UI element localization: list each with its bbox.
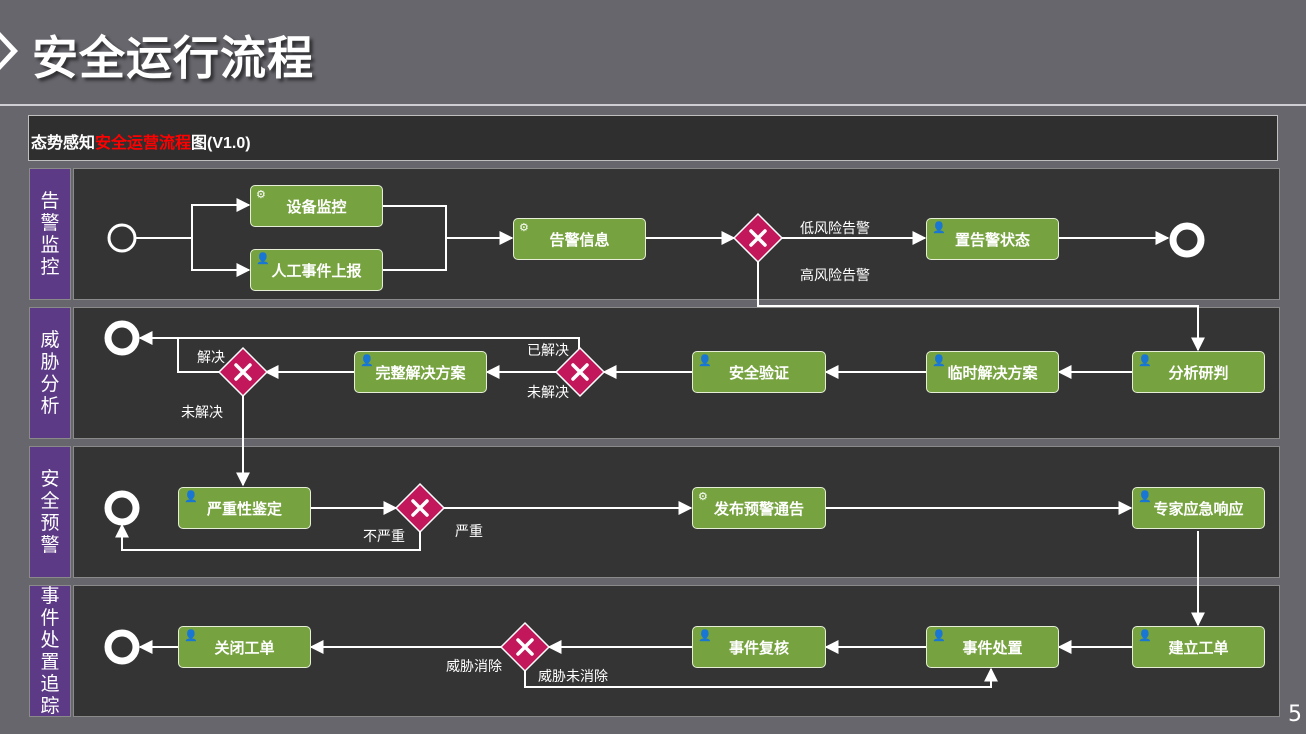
- user-icon: 👤: [184, 490, 198, 503]
- diagram-title: 态势感知安全运营流程图(V1.0): [31, 129, 251, 153]
- task-publish-warning[interactable]: ⚙发布预警通告: [692, 487, 826, 529]
- end-event: [104, 629, 140, 665]
- page-title: 安全运行流程: [32, 31, 314, 85]
- edge-label-threat-cleared: 威胁消除: [446, 659, 502, 675]
- user-icon: 👤: [256, 252, 270, 265]
- connector: [136, 198, 251, 239]
- diagram-title-suffix: 图(V1.0): [191, 135, 251, 152]
- user-icon: 👤: [932, 354, 946, 367]
- lane-label-incident-tracking: 事件处置追踪: [29, 585, 71, 717]
- task-alert-info[interactable]: ⚙告警信息: [513, 218, 646, 260]
- user-icon: 👤: [698, 629, 712, 642]
- task-close-ticket[interactable]: 👤关闭工单: [178, 626, 311, 668]
- task-severity-assess[interactable]: 👤严重性鉴定: [178, 487, 311, 529]
- task-event-review[interactable]: 👤事件复核: [692, 626, 826, 668]
- edge-label-low-risk: 低风险告警: [800, 221, 870, 237]
- gear-icon: ⚙: [256, 188, 266, 201]
- edge-label-not-severe: 不严重: [363, 529, 405, 545]
- user-icon: 👤: [1138, 354, 1152, 367]
- end-event: [104, 490, 140, 526]
- task-event-handling[interactable]: 👤事件处置: [926, 626, 1059, 668]
- diagram-title-bar: 态势感知安全运营流程图(V1.0): [28, 115, 1278, 161]
- page-number: 5: [1288, 702, 1302, 727]
- connector: [524, 667, 998, 688]
- edge-label-threat-not-cleared: 威胁未消除: [538, 669, 608, 685]
- connector: [138, 331, 580, 349]
- edge-label-solved: 已解决: [527, 343, 569, 359]
- end-event: [104, 320, 140, 356]
- connector: [115, 523, 421, 551]
- edge-label-unsolved: 未解决: [181, 405, 223, 421]
- user-icon: 👤: [932, 221, 946, 234]
- gateway-verification-result: [554, 346, 606, 398]
- gear-icon: ⚙: [519, 221, 529, 234]
- user-icon: 👤: [360, 354, 374, 367]
- gateway-threat-cleared: [499, 621, 551, 673]
- user-icon: 👤: [698, 354, 712, 367]
- edge-label-unsolved: 未解决: [527, 385, 569, 401]
- lane-label-alert-monitoring: 告警监控: [29, 168, 71, 300]
- connector: [177, 338, 220, 373]
- task-full-solution[interactable]: 👤完整解决方案: [354, 351, 487, 393]
- gear-icon: ⚙: [698, 490, 708, 503]
- connector: [191, 238, 251, 277]
- user-icon: 👤: [1138, 490, 1152, 503]
- gateway-risk-level: [732, 212, 784, 264]
- task-security-verify[interactable]: 👤安全验证: [692, 351, 826, 393]
- connector: [757, 262, 1205, 352]
- task-temp-solution[interactable]: 👤临时解决方案: [926, 351, 1059, 393]
- task-expert-response[interactable]: 👤专家应急响应: [1132, 487, 1265, 529]
- lane-label-threat-analysis: 威胁分析: [29, 307, 71, 439]
- task-device-monitor[interactable]: ⚙设备监控: [250, 185, 383, 227]
- connector: [383, 205, 447, 271]
- start-event: [107, 223, 137, 253]
- title-divider: [0, 104, 1306, 106]
- end-event: [1169, 222, 1205, 258]
- task-set-alert-status[interactable]: 👤置告警状态: [926, 218, 1059, 260]
- edge-label-severe: 严重: [455, 524, 483, 540]
- user-icon: 👤: [1138, 629, 1152, 642]
- gateway-solution-result: [217, 346, 269, 398]
- task-create-ticket[interactable]: 👤建立工单: [1132, 626, 1265, 668]
- user-icon: 👤: [932, 629, 946, 642]
- gateway-severity: [394, 482, 446, 534]
- edge-label-solved: 解决: [197, 350, 225, 366]
- lane-label-security-warning: 安全预警: [29, 446, 71, 578]
- edge-label-high-risk: 高风险告警: [800, 268, 870, 284]
- user-icon: 👤: [184, 629, 198, 642]
- diagram-title-prefix: 态势感知: [31, 135, 96, 152]
- diagram-title-highlight: 安全运营流程: [95, 135, 192, 152]
- task-analysis[interactable]: 👤分析研判: [1132, 351, 1265, 393]
- task-manual-report[interactable]: 👤人工事件上报: [250, 249, 383, 291]
